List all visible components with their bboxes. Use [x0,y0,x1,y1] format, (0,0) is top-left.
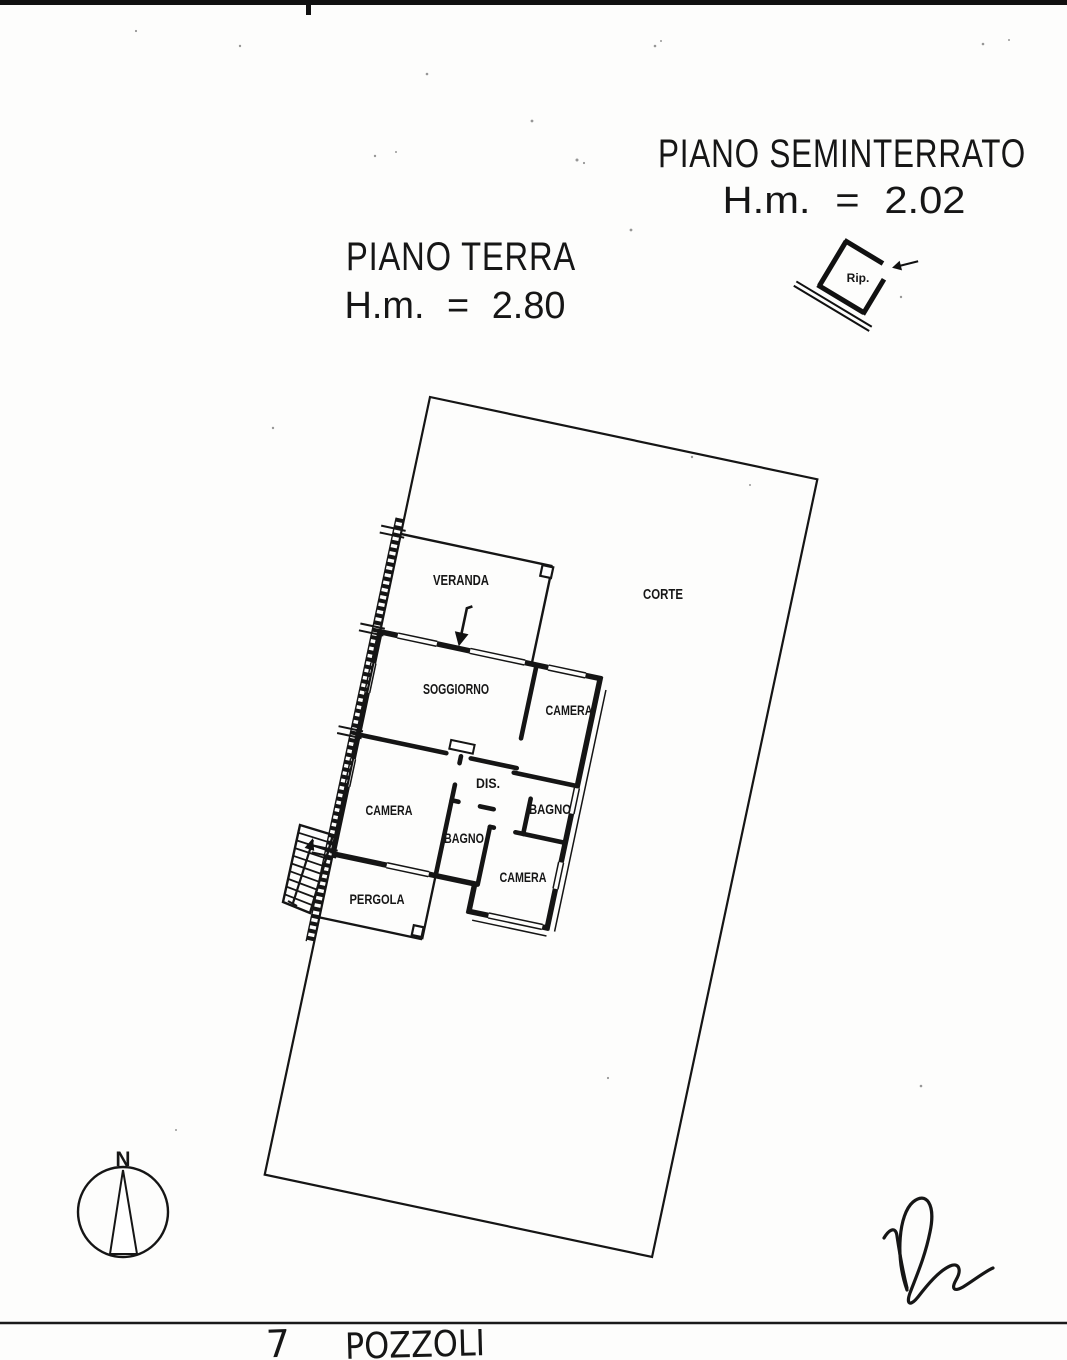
north-label: N [115,1148,130,1171]
veranda-structure [400,532,555,665]
room-label-camera-nord: CAMERA [546,702,593,718]
interior-walls [355,664,580,887]
plan-geometry [263,395,819,1259]
room-label-camera-ovest: CAMERA [366,802,413,818]
page-footer: 7 POZZOLI [0,1322,1067,1360]
page-top-border [0,0,1067,15]
room-label-pergola: PERGOLA [350,891,405,907]
room-label-rip: Rip. [847,271,870,285]
room-label-corte: CORTE [643,587,683,603]
title-piano-terra: PIANO TERRA [346,235,576,279]
handwritten-name: POZZOLI [345,1323,486,1360]
handwritten-number: 7 [265,1322,291,1360]
height-seminterrato: H.m. = 2.02 [723,180,966,222]
room-label-camera-sud: CAMERA [500,869,547,885]
pergola-structure [319,875,437,941]
signature [882,1196,995,1305]
lot-boundary [263,395,819,1259]
room-label-bagno-centro: BAGNO [444,831,484,846]
stairs-direction-arrow [287,838,315,907]
windows [344,632,607,937]
floor-titles: PIANO SEMINTERRATO H.m. = 2.02 PIANO TER… [345,132,1026,327]
north-compass: N [76,1148,170,1259]
title-seminterrato: PIANO SEMINTERRATO [658,132,1026,176]
room-label-veranda: VERANDA [433,572,489,589]
height-piano-terra: H.m. = 2.80 [345,285,566,327]
room-labels: VERANDA CORTE SOGGIORNO CAMERA DIS. BAGN… [350,572,684,907]
room-label-bagno-est: BAGNO [529,802,571,817]
entrance-arrow [454,605,473,647]
seminterrato-mini-plan: Rip. [793,238,919,332]
room-label-soggiorno: SOGGIORNO [423,682,489,698]
exterior-stairs [281,823,335,915]
scan-specks [134,29,1010,1131]
room-label-dis: DIS. [476,776,500,791]
